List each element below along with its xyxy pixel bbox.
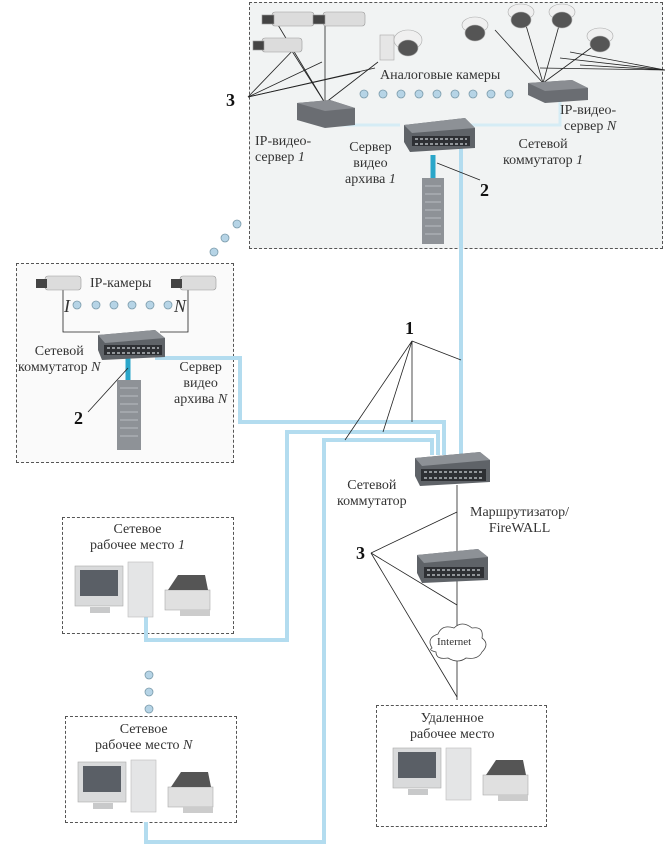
dome-camera-icon [507,3,535,29]
ip-video-server-n-icon [528,80,588,103]
remote-workstation-label: Удаленное рабочее место [410,711,495,742]
cable-siten-core [155,356,446,455]
server-links [125,155,436,380]
callout-1: 1 [405,318,414,338]
ip-camera-last-index: N [174,296,187,316]
box-camera-icon [252,37,303,53]
camera-wiring [62,19,665,700]
archive-server-n-label: Сервер видео архива N [174,360,228,407]
dome-camera-icon [548,3,576,29]
dome-camera-icon [461,16,489,42]
core-switch-icon [415,452,490,486]
workstation-n-devices [77,759,214,813]
monitor-icon [74,565,124,613]
network-switch-n-label: Сетевой коммутатор N [18,344,101,375]
printer-icon [167,772,214,813]
archive-server-1-label: Сервер видео архива 1 [345,140,396,187]
analog-cameras-label: Аналоговые камеры [380,68,501,83]
dome-cameras [379,3,614,61]
ip-video-server-1-label: IP-видео- сервер 1 [255,134,312,165]
remote-workstation-devices [392,747,529,801]
callout-2-site1: 2 [480,180,489,200]
network-switch-1-icon [404,118,475,152]
callout-3-site1: 3 [226,90,235,110]
ip-video-server-1-icon [297,100,355,128]
archive-server-n-icon [117,380,141,450]
ip-cameras-label: IP-камеры [90,276,152,291]
monitor-icon [392,747,442,795]
callout-3-core: 3 [356,543,365,563]
network-switch-1-label: Сетевой коммутатор 1 [503,137,584,168]
cable-wsn-core [144,438,434,844]
ip-camera-last-icon [171,275,217,291]
printer-icon [164,575,211,616]
network-switch-n-icon [98,330,165,360]
router-firewall-label: Маршрутизатор/ FireWALL [470,505,570,536]
workstation-1-devices [74,561,211,618]
ip-video-server-n-label: IP-видео- сервер N [560,103,617,134]
internet-cloud-icon [429,623,487,662]
printer-icon [482,760,529,801]
core-switch-label: Сетевой коммутатор [337,478,407,509]
continuation-dots [72,89,514,714]
dome-camera-icon [379,29,423,61]
network-cables [144,100,562,844]
cable-ws1-core [144,430,440,642]
internet-label: Internet [437,636,472,648]
workstation-n-label: Сетевое рабочее место N [95,722,193,753]
box-camera-icon [261,11,315,27]
ip-camera-first-index: I [64,296,70,316]
router-firewall-icon [417,549,488,583]
workstation-1-label: Сетевое рабочее место 1 [90,522,186,553]
archive-server-1-icon [422,178,444,244]
ip-camera-first-icon [36,275,82,291]
monitor-icon [77,761,127,809]
callout-2-siten: 2 [74,408,83,428]
workstation-n-group [65,716,237,823]
box-camera-icon [312,11,366,27]
analog-box-cameras [252,11,366,53]
dome-camera-icon [586,27,614,53]
pc-tower-icon [130,759,157,813]
remote-workstation-group [376,705,547,827]
pc-tower-icon [445,747,472,801]
pc-tower-icon [127,561,154,618]
